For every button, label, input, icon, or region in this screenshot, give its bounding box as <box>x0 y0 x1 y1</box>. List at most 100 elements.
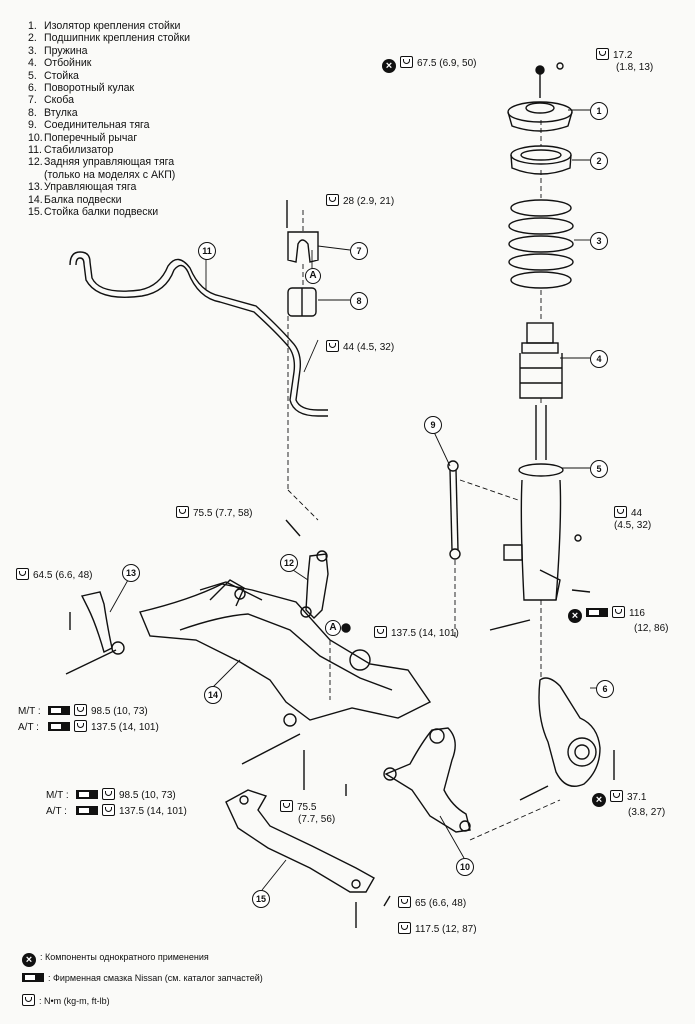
callout-4: 4 <box>590 350 608 368</box>
callout-12: 12 <box>280 554 298 572</box>
parts-list-number: 4. <box>28 57 37 70</box>
torque-icon <box>16 568 29 580</box>
torque-value: 64.5 (6.6, 48) <box>33 570 93 581</box>
parts-list-item: 4. Отбойник <box>28 57 190 69</box>
leader-lines <box>109 109 602 891</box>
torque-icon <box>326 194 339 206</box>
parts-list-item: 7.Скоба <box>28 94 190 106</box>
parts-list-number: 10. <box>28 131 43 144</box>
torque-icon <box>102 788 115 800</box>
callout-15: 15 <box>252 890 270 908</box>
parts-list-item: 12.Задняя управляющая тяга <box>28 156 190 168</box>
parts-list-item: 15.Стойка балки подвески <box>28 206 190 218</box>
torque-icon <box>326 340 339 352</box>
torque-value: (7.7, 56) <box>298 814 336 825</box>
member-stay <box>225 789 375 893</box>
callout-9: 9 <box>424 416 442 434</box>
torque-knuckle-bolt: ×116 (12, 86) <box>568 606 668 635</box>
callout-1: 1 <box>590 102 608 120</box>
parts-list-label: Пружина <box>44 44 88 57</box>
torque-balljoint-nut: ×37.1 (3.8, 27) <box>592 790 665 819</box>
parts-list-label: Балка подвески <box>44 193 122 206</box>
grease-icon <box>586 608 608 617</box>
torque-value: 137.5 (14, 101) <box>119 806 187 817</box>
transverse-link <box>383 727 471 833</box>
parts-list-item: 6.Поворотный кулак <box>28 82 190 94</box>
parts-list-number: 12. <box>28 156 43 169</box>
callout-7: 7 <box>350 242 368 260</box>
parts-list-label: Отбойник <box>44 57 92 70</box>
single-use-icon: × <box>22 953 36 967</box>
torque-mount-nut: 17.2 (1.8, 13) <box>596 48 653 74</box>
torque-value: (12, 86) <box>634 623 669 634</box>
torque-value: 75.5 <box>297 802 317 813</box>
parts-list-number: 14. <box>28 193 43 206</box>
torque-icon <box>398 896 411 908</box>
coil-spring <box>508 199 574 289</box>
member-bolts <box>241 519 391 928</box>
connector-a-bottom: A <box>325 620 341 636</box>
grease-icon <box>76 790 98 799</box>
parts-list-number: 2. <box>28 32 37 45</box>
stabilizer-bar <box>69 251 328 417</box>
callout-5: 5 <box>590 460 608 478</box>
parts-list-item: 13.Управляющая тяга <box>28 181 190 193</box>
torque-value: 137.5 (14, 101) <box>91 722 159 733</box>
parts-list-item: 8. Втулка <box>28 107 190 119</box>
single-use-icon: × <box>382 59 396 73</box>
connecting-rod <box>447 460 461 560</box>
torque-icon <box>74 720 87 732</box>
parts-list-number: 8. <box>28 106 37 119</box>
torque-stay-bolt: 75.5 (7.7, 56) <box>280 800 335 826</box>
torque-icon <box>614 506 627 518</box>
torque-member-rear: M/T : 98.5 (10, 73) A/T : 137.5 (14, 101) <box>46 788 187 820</box>
callout-2: 2 <box>590 152 608 170</box>
at-label: A/T : <box>46 806 67 817</box>
torque-value: 98.5 (10, 73) <box>91 706 148 717</box>
torque-icon <box>74 704 87 716</box>
torque-clamp-bolt: 28 (2.9, 21) <box>326 194 394 208</box>
single-use-icon: × <box>568 609 582 623</box>
callout-10: 10 <box>456 858 474 876</box>
strut-body <box>503 405 564 601</box>
parts-list-number: 13. <box>28 181 43 194</box>
parts-list-label: Задняя управляющая тяга <box>44 156 175 169</box>
parts-list-label: Подшипник крепления стойки <box>44 32 191 45</box>
torque-icon <box>612 606 625 618</box>
parts-list-label: Втулка <box>44 106 78 119</box>
parts-list-item: (только на моделях с АКП) <box>28 169 190 181</box>
grease-icon <box>48 706 70 715</box>
parts-list-item: 9.Соединительная тяга <box>28 119 190 131</box>
torque-rear-link-bolt: 75.5 (7.7, 58) <box>176 506 252 520</box>
torque-icon <box>374 626 387 638</box>
callout-11: 11 <box>198 242 216 260</box>
bump-stop <box>519 322 563 399</box>
torque-value: 44 <box>631 508 643 519</box>
rear-control-link <box>300 550 329 619</box>
strut-bolts <box>489 62 615 801</box>
torque-value: 28 (2.9, 21) <box>343 196 395 207</box>
parts-list-label: Соединительная тяга <box>44 119 150 132</box>
torque-strut-bolt: 44 (4.5, 32) <box>614 506 651 532</box>
legend-grease: : Фирменная смазка Nissan (см. каталог з… <box>22 973 263 983</box>
legend-single-use: ×: Компоненты однократного применения <box>22 952 209 967</box>
torque-stabilizer-nut: 44 (4.5, 32) <box>326 340 394 354</box>
torque-control-link: 64.5 (6.6, 48) <box>16 568 92 582</box>
torque-value: 98.5 (10, 73) <box>119 790 176 801</box>
parts-list-label: Изолятор крепления стойки <box>44 20 181 32</box>
torque-value: 44 (4.5, 32) <box>343 342 395 353</box>
connector-a-top: A <box>305 268 321 284</box>
parts-list-label: Поперечный рычаг <box>44 131 138 144</box>
torque-stay-rear: 117.5 (12, 87) <box>398 922 477 936</box>
legend-text: : N•m (kg-m, ft-lb) <box>39 996 110 1006</box>
guide-lines <box>287 120 561 841</box>
legend-torque: : N•m (kg-m, ft-lb) <box>22 994 110 1006</box>
torque-icon <box>596 48 609 60</box>
parts-list-number: 7. <box>28 94 37 107</box>
grease-icon <box>48 722 70 731</box>
mt-label: M/T : <box>46 790 69 801</box>
torque-value: 117.5 (12, 87) <box>415 924 477 935</box>
torque-icon <box>22 994 35 1006</box>
callout-8: 8 <box>350 292 368 310</box>
